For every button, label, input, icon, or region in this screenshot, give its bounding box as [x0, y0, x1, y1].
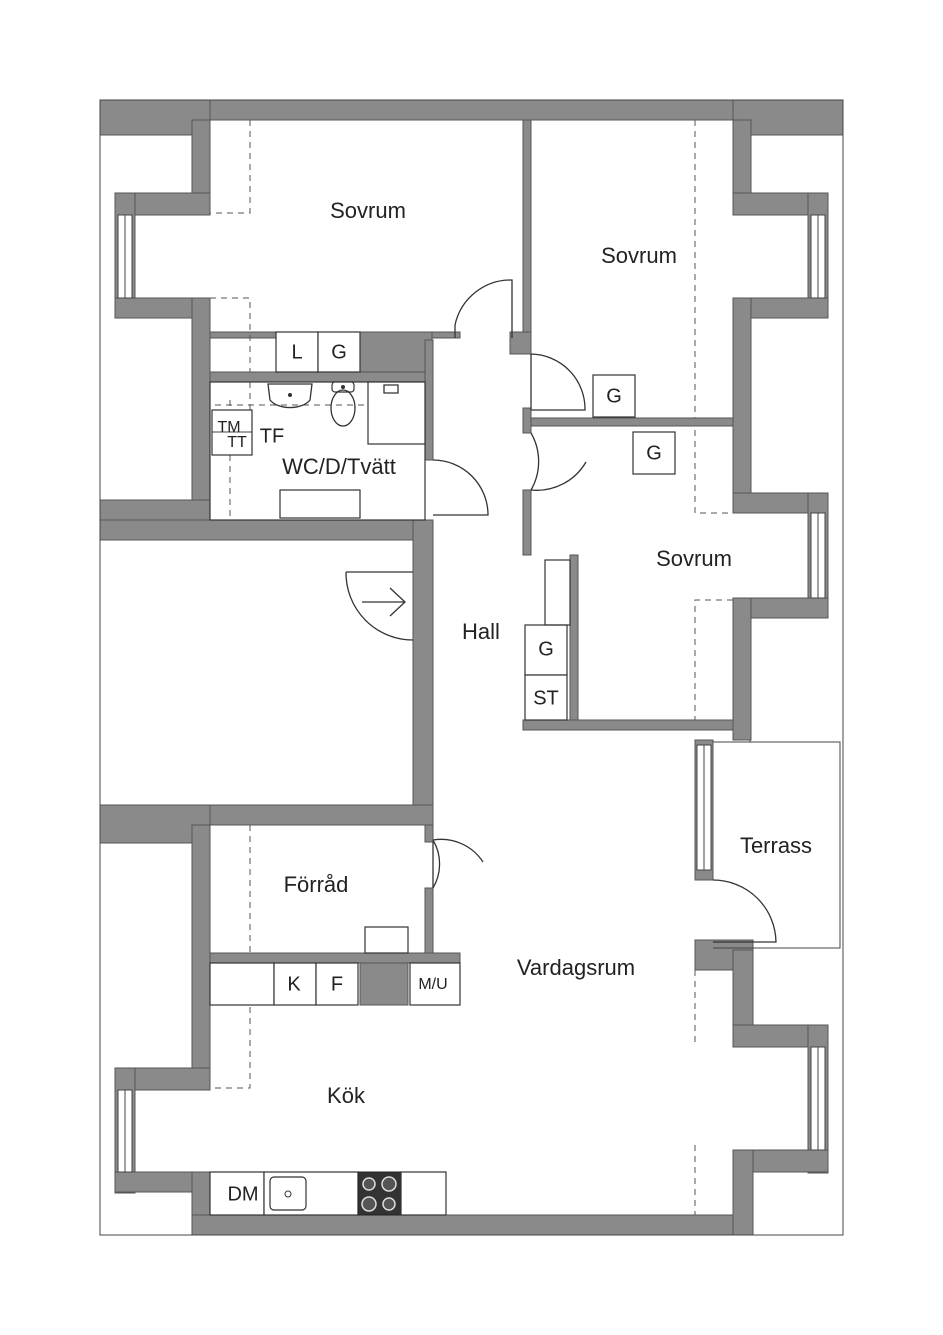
- room-label-sovrum-3: Sovrum: [656, 546, 732, 571]
- storage-fixtures: [209, 331, 676, 1216]
- bathroom-fixtures: [209, 381, 426, 521]
- room-label-hall: Hall: [462, 619, 500, 644]
- freezer-label: F: [331, 973, 343, 995]
- room-label-wc: WC/D/Tvätt: [282, 454, 396, 479]
- wardrobe-label-2: G: [606, 385, 622, 407]
- outline-lines: [99, 99, 844, 1236]
- room-label-forrad: Förråd: [284, 872, 349, 897]
- wardrobe-label-hall: G: [538, 638, 554, 660]
- microwave-oven-label: M/U: [418, 976, 447, 993]
- fridge-label: K: [287, 973, 301, 995]
- linen-cabinet-label: L: [291, 341, 302, 363]
- doors: [345, 279, 777, 943]
- room-label-kok: Kök: [327, 1083, 366, 1108]
- room-label-sovrum-2: Sovrum: [601, 243, 677, 268]
- dishwasher-label: DM: [227, 1183, 258, 1205]
- wardrobe-label-1: G: [331, 341, 347, 363]
- exterior-walls: [99, 99, 844, 1236]
- dryer-label: TT: [227, 434, 247, 451]
- room-label-vardagsrum: Vardagsrum: [517, 955, 635, 980]
- drying-cabinet-label: TF: [260, 425, 284, 447]
- room-label-sovrum-1: Sovrum: [330, 198, 406, 223]
- dashed-lines: [210, 120, 733, 1215]
- storage-label-hall: ST: [533, 687, 559, 709]
- windows: [117, 214, 826, 1173]
- washer-label: TM: [217, 419, 240, 436]
- room-label-terrass: Terrass: [740, 833, 812, 858]
- wardrobe-label-3: G: [646, 442, 662, 464]
